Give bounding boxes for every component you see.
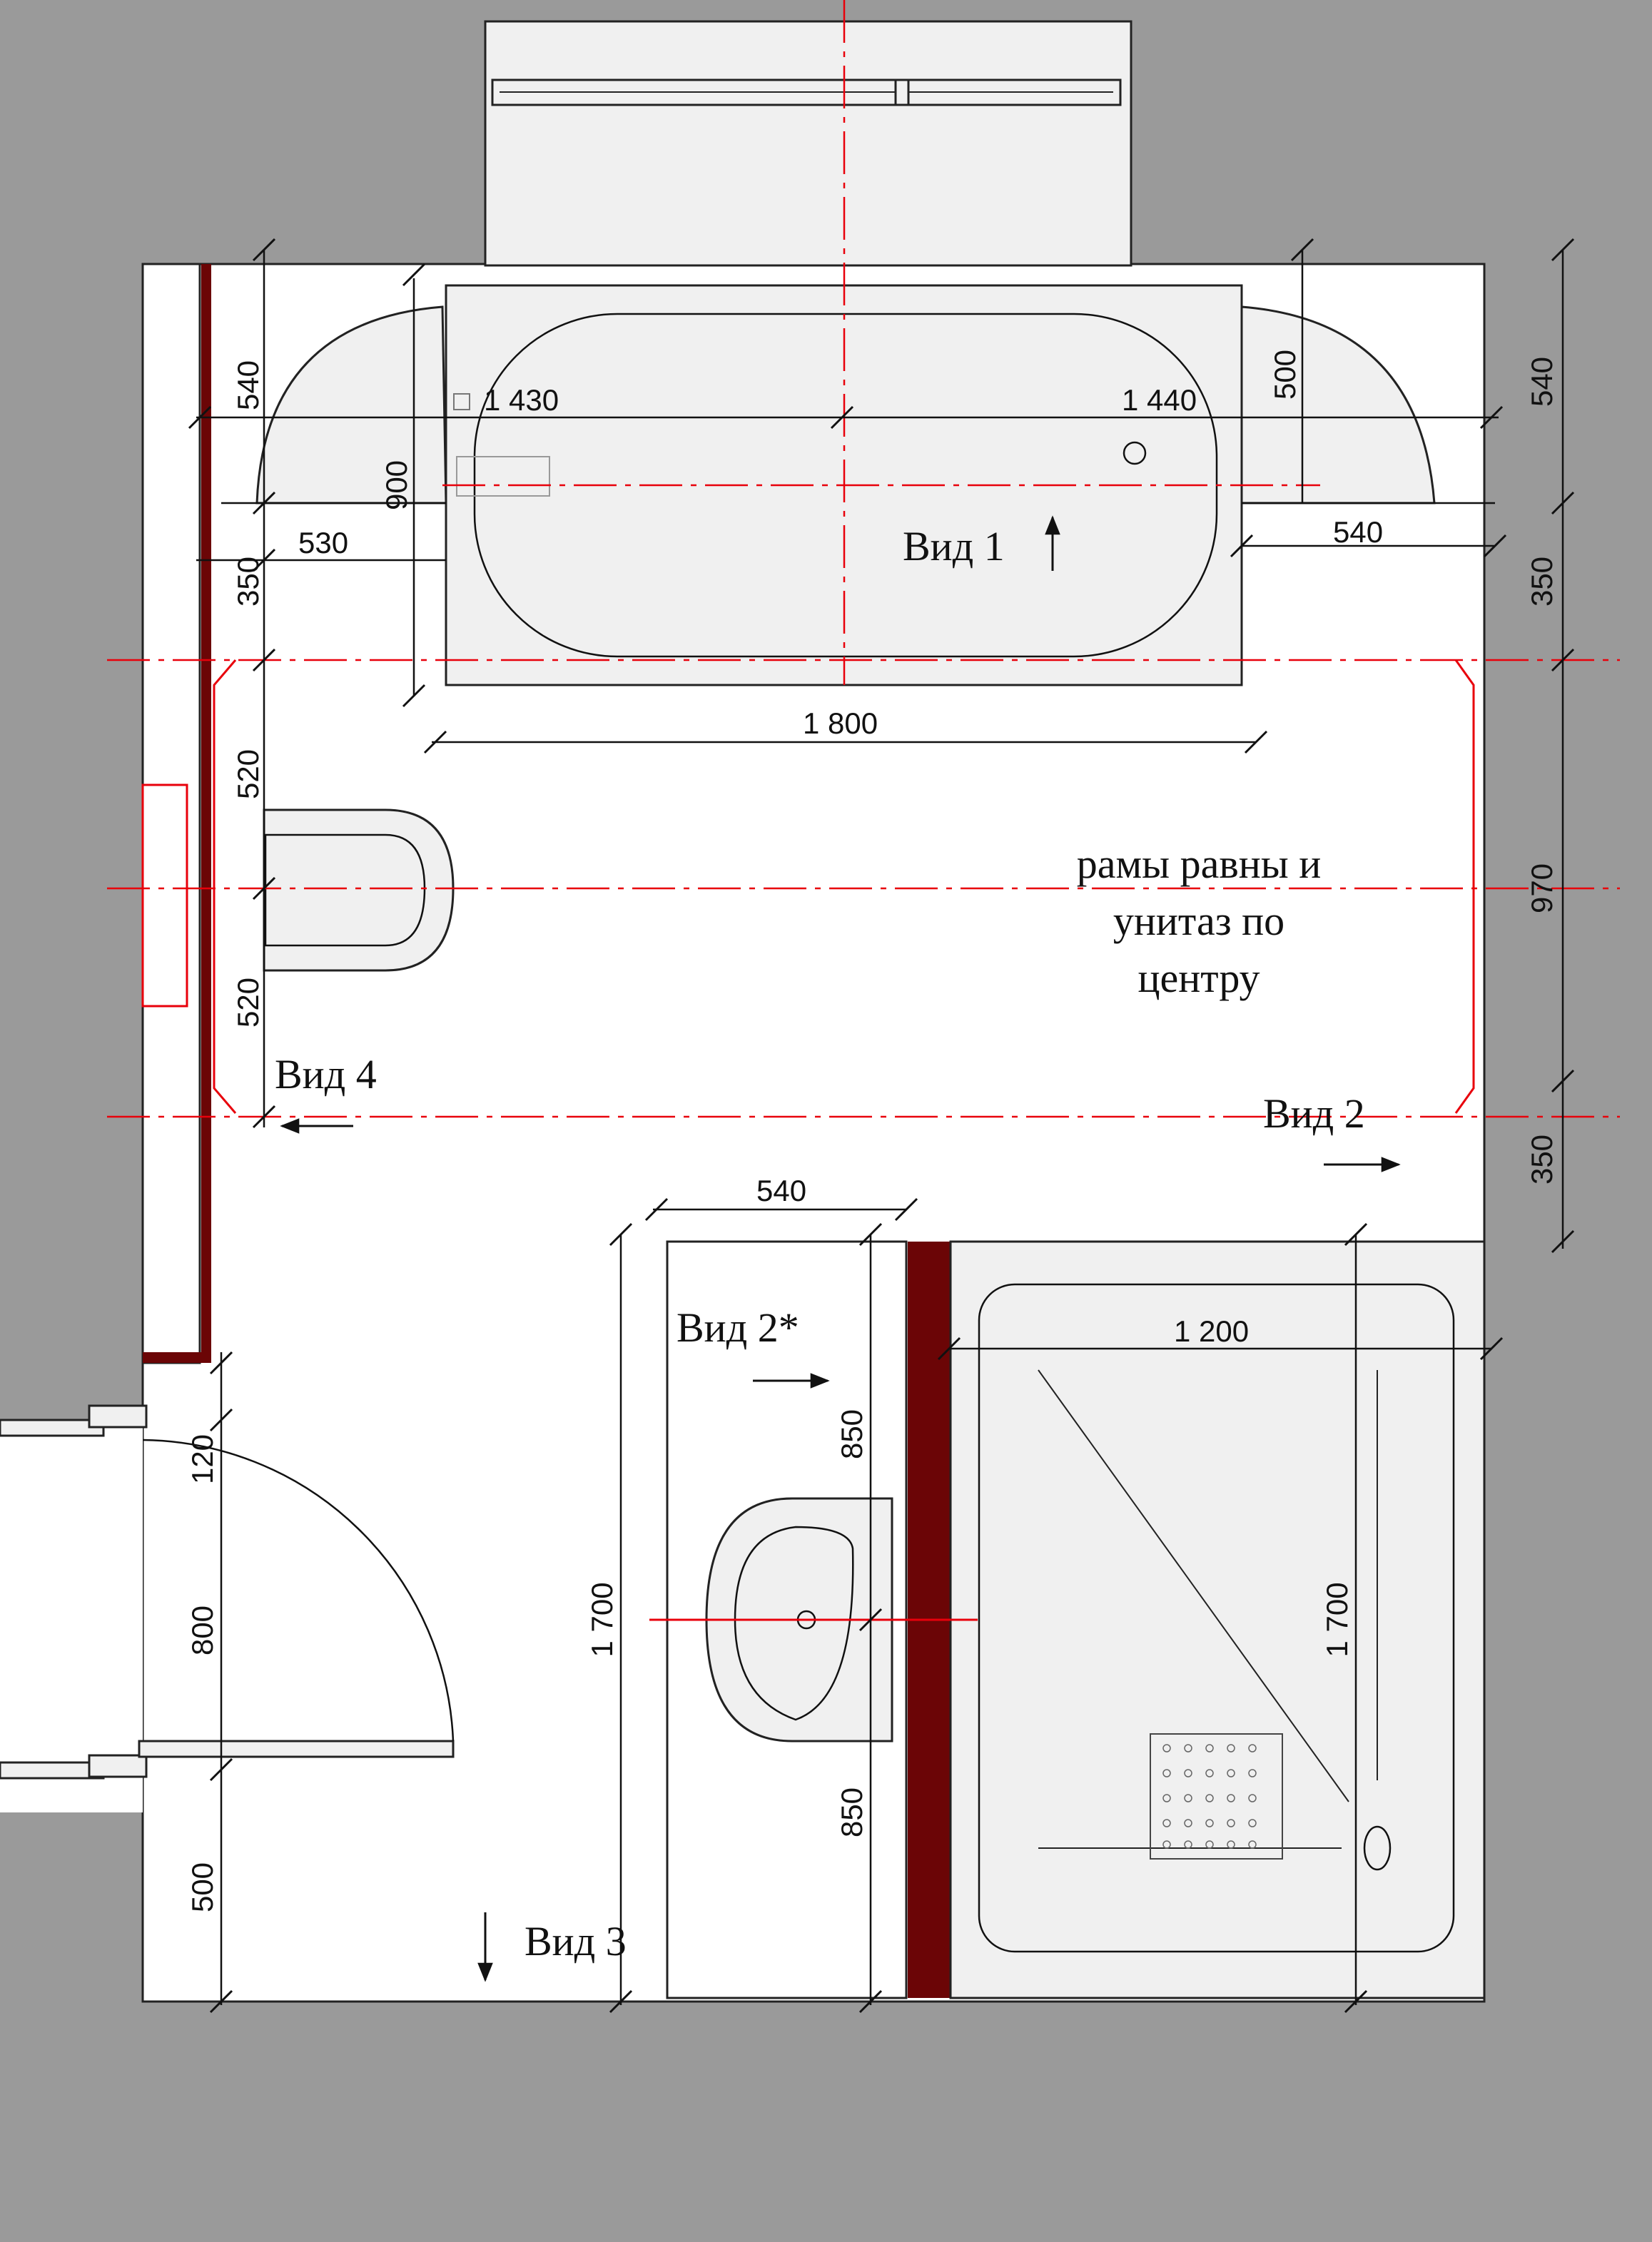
dim-bath-1440: 1 440 [1122,383,1197,417]
toilet [263,808,455,972]
dim-left-900: 900 [380,460,413,510]
view1-label: Вид 1 [903,523,1005,569]
view-labels: Вид 1 Вид 2 Вид 2* Вид 3 Вид 4 [275,523,1365,1964]
dimension-lines [196,250,1564,2005]
view4-label: Вид 4 [275,1051,377,1097]
note-line-1: рамы равны и [1077,841,1322,887]
view2-label: Вид 2 [1263,1090,1365,1137]
dim-basin-850-top: 850 [835,1409,868,1459]
dim-bath-1800: 1 800 [803,706,878,740]
dim-right-350-bottom: 350 [1525,1135,1559,1185]
note-text: рамы равны и унитаз по центру [1077,841,1322,1001]
dim-basin-850-bottom: 850 [835,1787,868,1837]
note-line-2: унитаз по [1113,898,1284,944]
view3-label: Вид 3 [525,1918,627,1964]
view-arrows [280,515,1401,1982]
dim-bath-1430: 1 430 [484,383,559,417]
note-line-3: центру [1137,955,1260,1001]
dim-left-350: 350 [231,557,265,607]
left-partition [141,263,211,1364]
dim-door-120: 120 [186,1434,219,1484]
dim-wc-520-bottom: 520 [231,978,265,1028]
dim-top-right-500: 500 [1268,350,1302,400]
dim-left-530: 530 [298,526,348,559]
dim-shower-1700: 1 700 [1320,1582,1354,1657]
frame-outline [213,659,1475,1114]
dim-right-540-top: 540 [1525,357,1559,407]
shower-tray [949,1240,1486,1999]
window [491,78,1122,106]
dim-basin-540: 540 [756,1174,806,1207]
axis-lines [107,0,1620,1621]
tick-marks [188,238,1575,2014]
dim-right-970: 970 [1525,863,1559,913]
dim-right-540-mid: 540 [1333,515,1383,549]
dim-left-1700: 1 700 [585,1582,619,1657]
dim-door-500: 500 [186,1862,219,1912]
dim-wc-520-top: 520 [231,749,265,799]
dim-door-800: 800 [186,1606,219,1655]
dim-top-left-540: 540 [231,360,265,410]
door [0,1404,455,1780]
dimension-labels: 540 1 430 1 440 500 540 900 530 540 350 … [186,350,1559,1912]
dim-shower-1200: 1 200 [1174,1314,1249,1348]
view2s-label: Вид 2* [676,1304,799,1351]
dim-right-350-top: 350 [1525,557,1559,607]
